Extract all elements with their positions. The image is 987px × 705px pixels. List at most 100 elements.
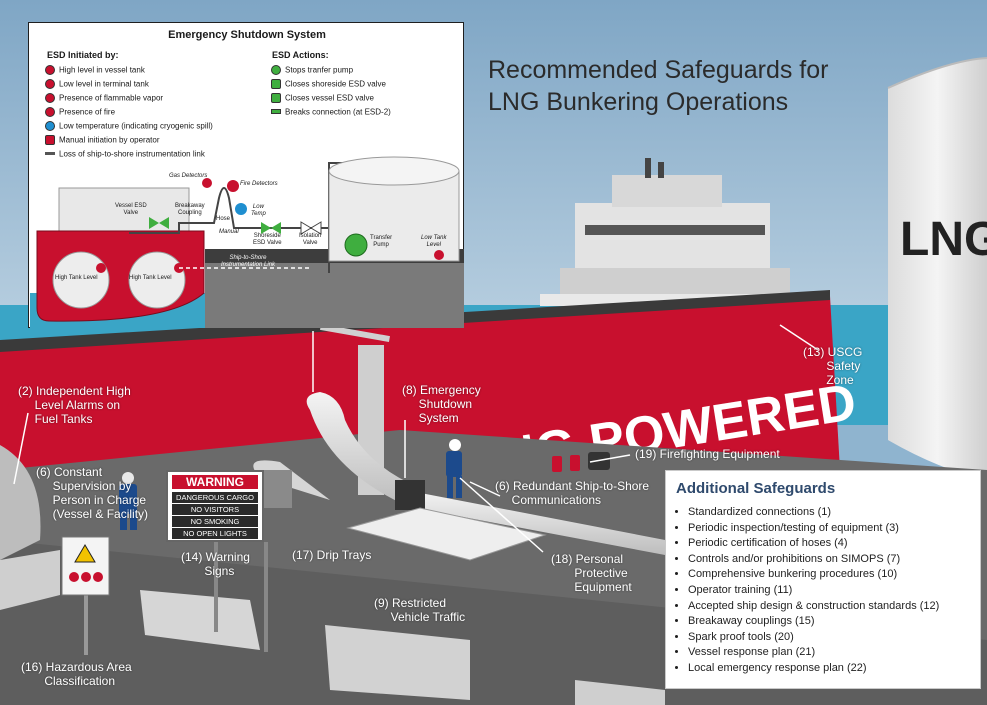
esd-inset-panel: Emergency Shutdown System ESD Initiated … xyxy=(28,22,464,328)
list-item: Operator training (11) xyxy=(688,583,939,599)
breakaway-coupling-label: Breakaway Coupling xyxy=(175,203,205,216)
manual-label: Manual xyxy=(219,229,239,235)
callout-independent-high-level-alarms: (2) Independent High Level Alarms on Fue… xyxy=(18,384,131,426)
callout-hazardous-area-classification: (16) Hazardous Area Classification xyxy=(21,660,132,688)
low-level-icon xyxy=(45,78,55,89)
esd-initiator-text: Manual initiation by operator xyxy=(59,135,160,145)
breakaway-icon xyxy=(271,109,281,115)
manual-initiation-icon xyxy=(45,134,55,145)
esd-action-text: Stops tranfer pump xyxy=(285,65,354,75)
additional-safeguards-list: Standardized connections (1) Periodic in… xyxy=(670,505,939,677)
page-title-line-1: Recommended Safeguards for xyxy=(488,56,829,84)
callout-redundant-communications: (6) Redundant Ship-to-Shore Communicatio… xyxy=(495,479,650,507)
low-temperature-icon xyxy=(45,120,55,131)
esd-actions-heading: ESD Actions: xyxy=(272,50,329,60)
high-level-icon xyxy=(45,64,55,75)
esd-initiator-row: High level in vessel tank xyxy=(45,64,145,75)
schematic-fuel-tank-2 xyxy=(128,251,186,309)
schematic-vessel-esd-valve-b xyxy=(159,217,169,229)
list-item: Local emergency response plan (22) xyxy=(688,661,939,677)
vessel-esd-valve-label: Vessel ESD Valve xyxy=(115,203,147,216)
schematic-low-tank-level-sensor xyxy=(434,250,444,260)
high-tank-level-label-2: High Tank Level xyxy=(129,275,172,281)
schematic-low-temp-sensor xyxy=(235,203,247,215)
esd-initiator-row: Presence of fire xyxy=(45,106,115,117)
esd-initiated-by-heading: ESD Initiated by: xyxy=(47,50,119,60)
schematic-transfer-pump xyxy=(344,233,368,257)
schematic-isolation-valve xyxy=(300,221,312,235)
schematic-isolation-valve-b xyxy=(310,221,322,235)
callout-restricted-vehicle-traffic: (9) Restricted Vehicle Traffic xyxy=(374,596,466,624)
esd-initiator-row: Low temperature (indicating cryogenic sp… xyxy=(45,120,213,131)
low-temp-label: Low Temp xyxy=(251,204,266,217)
operator-figure xyxy=(446,439,462,498)
list-item: Controls and/or prohibitions on SIMOPS (… xyxy=(688,552,939,568)
pump-stop-icon xyxy=(271,64,281,75)
callout-constant-supervision: (6) Constant Supervision by Person in Ch… xyxy=(36,465,149,521)
fire-detectors-label: Fire Detectors xyxy=(240,181,278,187)
transfer-pump-label: Transfer Pump xyxy=(370,235,393,248)
schematic-fuel-tank-1 xyxy=(52,251,110,309)
warning-sign-line: NO OPEN LIGHTS xyxy=(172,528,258,539)
warning-sign-line: DANGEROUS CARGO xyxy=(172,492,258,503)
schematic-gas-detector xyxy=(202,178,212,188)
callout-personal-protective-equipment: (18) Personal Protective Equipment xyxy=(551,552,632,594)
hose-label: Hose xyxy=(216,216,231,222)
list-item: Vessel response plan (21) xyxy=(688,645,939,661)
warning-sign-post xyxy=(214,542,218,632)
schematic-fire-detector xyxy=(227,180,239,192)
callout-firefighting-equipment: (19) Firefighting Equipment xyxy=(635,447,780,461)
instrumentation-link-label: Ship-to-Shore Instrumentation Link xyxy=(221,255,276,268)
list-item: Comprehensive bunkering procedures (10) xyxy=(688,567,939,583)
esd-initiator-text: High level in vessel tank xyxy=(59,65,145,75)
list-item: Spark proof tools (20) xyxy=(688,630,939,646)
person-in-charge-figure xyxy=(119,472,137,530)
gas-detectors-label: Gas Detectors xyxy=(169,173,208,179)
schematic-vessel-esd-valve xyxy=(149,217,159,229)
esd-initiator-row: Presence of flammable vapor xyxy=(45,92,163,103)
drip-tray xyxy=(346,507,547,561)
fire-icon xyxy=(45,106,55,117)
esd-action-text: Breaks connection (at ESD-2) xyxy=(285,107,391,117)
callout-drip-trays: (17) Drip Trays xyxy=(292,548,372,562)
warning-sign-header: WARNING xyxy=(172,475,258,489)
tank-lng-text: LNG xyxy=(900,213,987,266)
list-item: Standardized connections (1) xyxy=(688,505,939,521)
flammable-vapor-icon xyxy=(45,92,55,103)
esd-initiator-text: Low level in terminal tank xyxy=(59,79,149,89)
esd-action-row: Breaks connection (at ESD-2) xyxy=(271,106,391,117)
page-title-line-2: LNG Bunkering Operations xyxy=(488,88,789,116)
callout-leaders xyxy=(13,324,819,553)
esd-initiator-text: Loss of ship-to-shore instrumentation li… xyxy=(59,149,205,159)
additional-safeguards-panel: Additional Safeguards Standardized conne… xyxy=(665,470,981,689)
dock-bollard xyxy=(0,445,41,560)
esd-action-text: Closes vessel ESD valve xyxy=(285,93,374,103)
additional-safeguards-heading: Additional Safeguards xyxy=(676,480,836,497)
esd-initiator-row: Low level in terminal tank xyxy=(45,78,149,89)
list-item: Breakaway couplings (15) xyxy=(688,614,939,630)
callout-uscg-safety-zone: (13) USCG Safety Zone xyxy=(803,345,863,387)
list-item: Periodic certification of hoses (4) xyxy=(688,536,939,552)
callout-warning-signs: (14) Warning Signs xyxy=(181,550,250,578)
loading-arm xyxy=(253,323,665,555)
warning-sign: WARNING DANGEROUS CARGO NO VISITORS NO S… xyxy=(166,470,264,542)
schematic-terminal-tank-top xyxy=(328,156,460,186)
list-item: Accepted ship design & construction stan… xyxy=(688,599,939,615)
jersey-barriers xyxy=(0,550,665,705)
high-tank-level-label-1: High Tank Level xyxy=(55,275,98,281)
instrumentation-link-icon xyxy=(45,152,55,156)
schematic-shoreside-esd-valve xyxy=(261,222,271,234)
warning-sign-line: NO SMOKING xyxy=(172,516,258,527)
esd-initiator-text: Presence of fire xyxy=(59,107,116,117)
esd-initiator-text: Low temperature (indicating cryogenic sp… xyxy=(59,121,213,131)
warning-sign-post-2 xyxy=(264,542,268,652)
schematic-transfer-line xyxy=(129,162,349,234)
esd-action-row: Stops tranfer pump xyxy=(271,64,353,75)
vessel-valve-icon xyxy=(271,92,281,103)
esd-action-text: Closes shoreside ESD valve xyxy=(285,79,386,89)
esd-action-row: Closes shoreside ESD valve xyxy=(271,78,386,89)
schematic-dock xyxy=(205,263,464,328)
esd-panel-title: Emergency Shutdown System xyxy=(168,29,326,41)
esd-initiator-text: Presence of flammable vapor xyxy=(59,93,164,103)
